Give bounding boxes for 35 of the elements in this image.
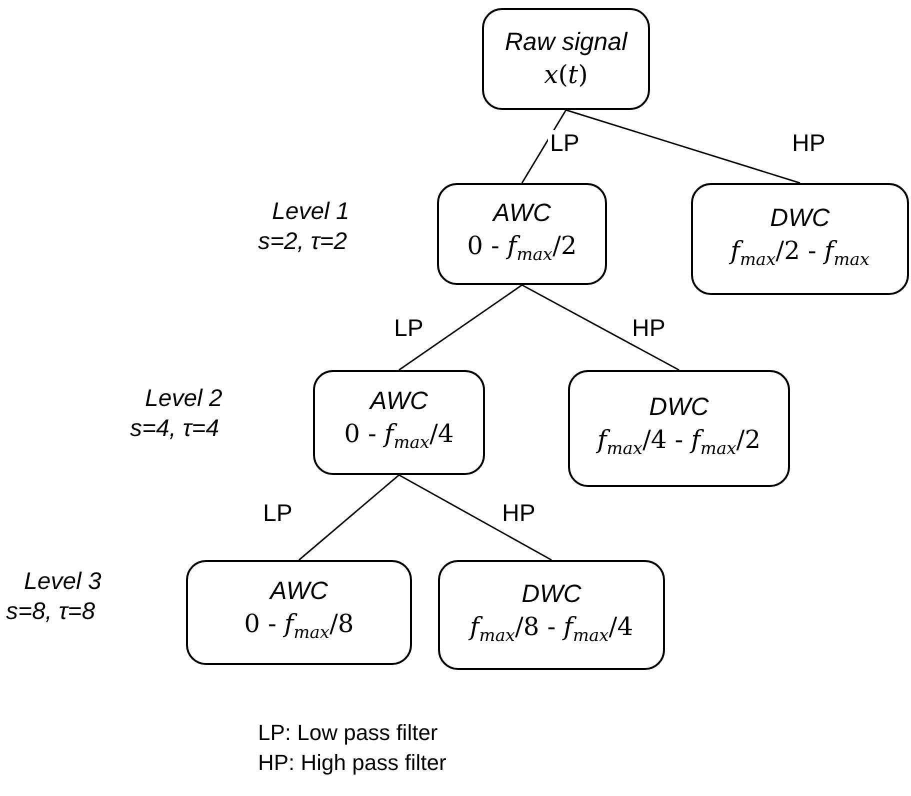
scale-parameters: s=4, τ=4	[130, 415, 220, 443]
node-title: Raw signal	[504, 27, 628, 58]
connector-line	[298, 474, 400, 561]
frequency-range: f$_{max}$/8 - f$_{max}$/4	[470, 610, 634, 648]
legend-note: HP: High pass filter	[258, 750, 446, 776]
process-box	[438, 560, 665, 670]
process-box	[437, 183, 607, 285]
legend-note: LP: Low pass filter	[258, 720, 438, 746]
level-label: Level 1	[272, 198, 350, 226]
node-title: DWC	[649, 392, 709, 423]
frequency-range: 0 - f$_{max}$/4	[344, 418, 454, 455]
connector-line	[522, 284, 680, 371]
process-box	[313, 370, 485, 475]
process-box	[186, 560, 412, 665]
node-title: DWC	[522, 578, 582, 610]
scale-parameters: s=8, τ=8	[6, 598, 96, 626]
frequency-range: 0 - f$_{max}$/8	[244, 608, 354, 645]
process-box	[691, 183, 909, 295]
frequency-range: f$_{max}$/2 - f$_{max}$	[730, 234, 870, 272]
connector-line	[566, 109, 800, 184]
frequency-range: 0 - f$_{max}$/2	[467, 230, 577, 266]
node-title: AWC	[493, 198, 551, 228]
process-box	[482, 8, 650, 110]
frequency-range: f$_{max}$/4 - f$_{max}$/2	[597, 424, 761, 461]
process-box	[568, 370, 790, 487]
level-label: Level 3	[24, 568, 102, 596]
node-title: AWC	[370, 386, 428, 417]
node-title: AWC	[270, 576, 328, 607]
connector-line	[398, 284, 522, 371]
node-title: DWC	[770, 202, 830, 234]
frequency-range: x(t)	[544, 59, 588, 91]
connector-line	[398, 474, 552, 561]
level-label: Level 2	[145, 385, 222, 413]
connector-line	[521, 110, 567, 184]
scale-parameters: s=2, τ=2	[258, 228, 348, 256]
